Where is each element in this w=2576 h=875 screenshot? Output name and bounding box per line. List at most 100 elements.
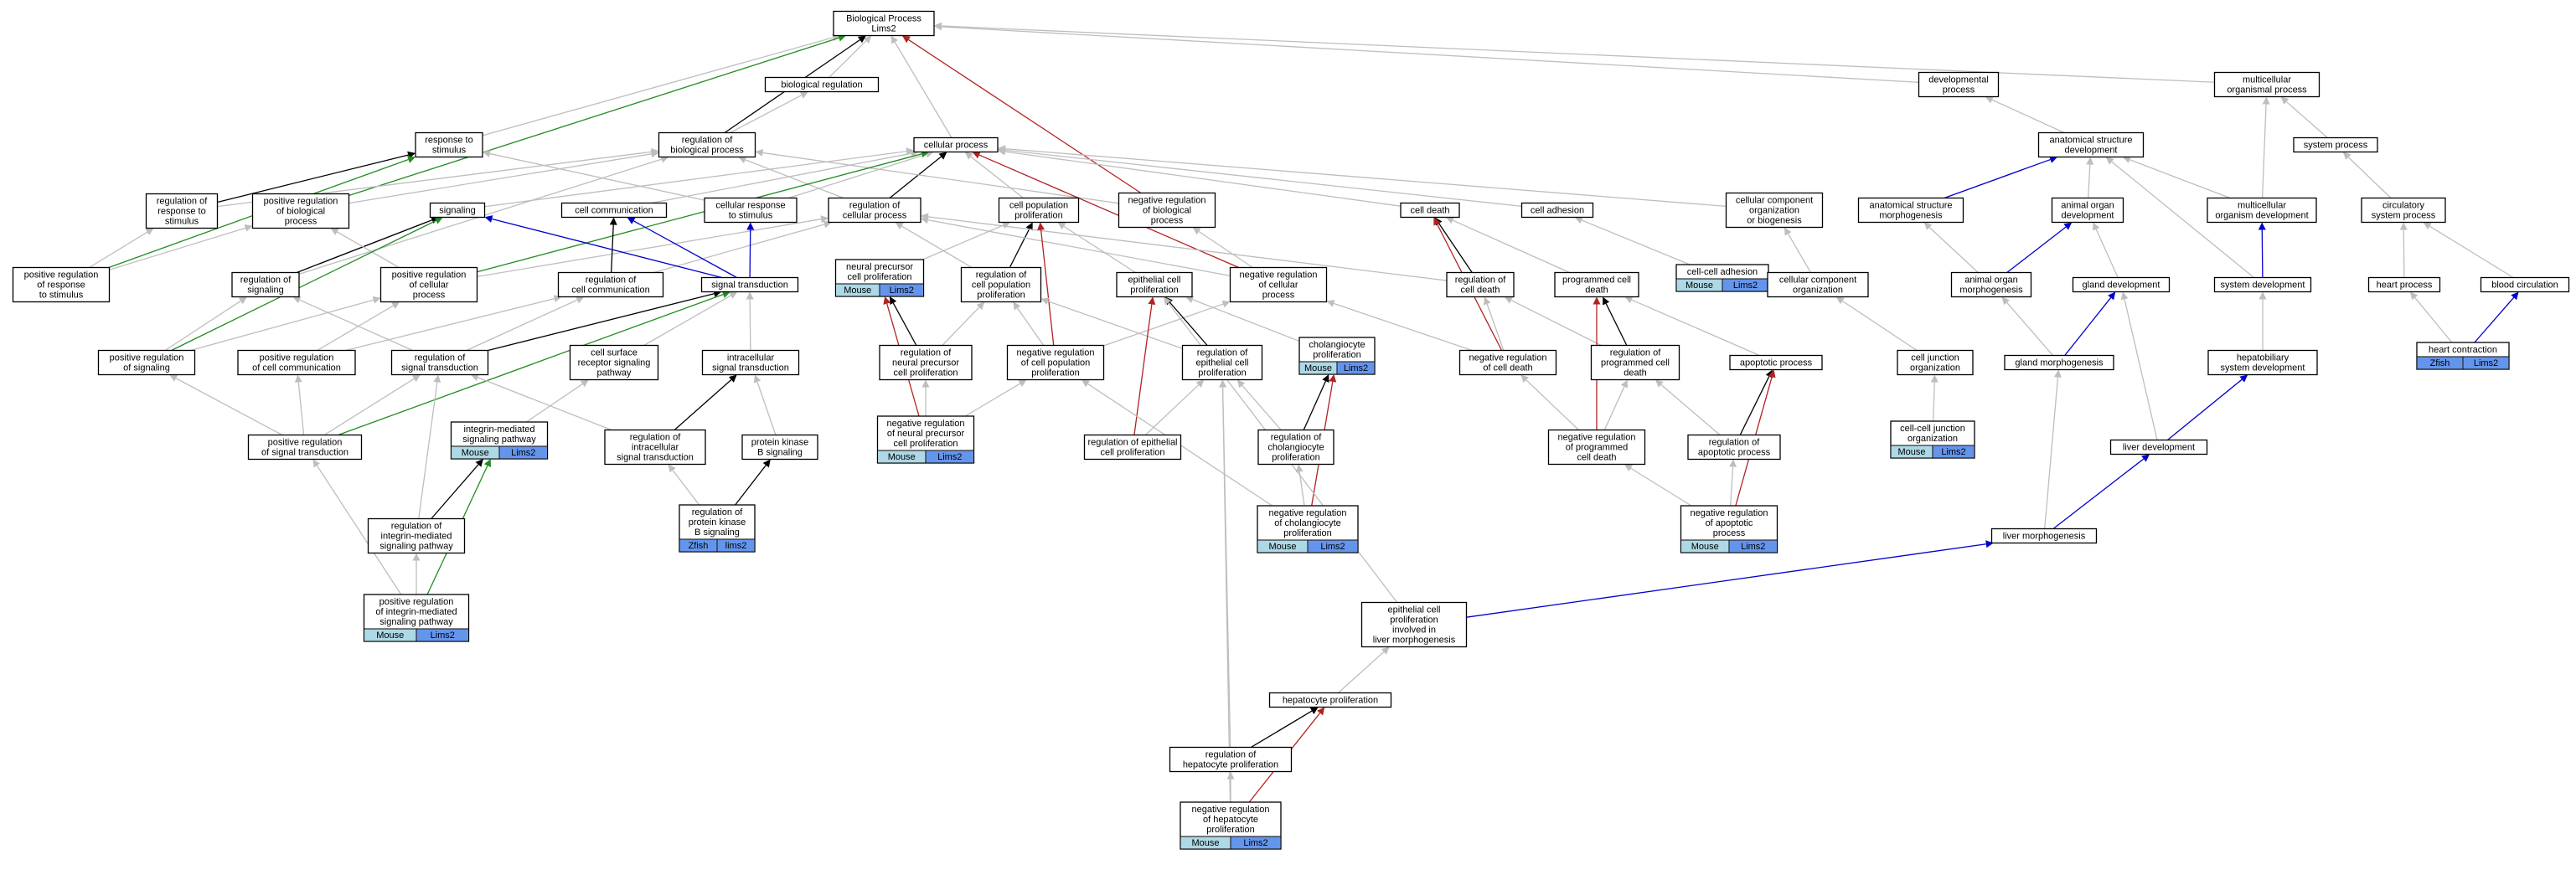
go-term-node[interactable]: liver morphogenesis xyxy=(1990,528,2098,544)
go-term-node[interactable]: blood circulation xyxy=(2480,276,2570,293)
go-term-label: hepatobiliary xyxy=(2237,353,2289,363)
go-term-node[interactable]: hepatocyte proliferation xyxy=(1268,692,1392,708)
go-term-node[interactable]: liver development xyxy=(2109,439,2208,456)
edge-is-a xyxy=(412,553,421,594)
go-term-node[interactable]: cell adhesion xyxy=(1520,202,1594,219)
go-term-node[interactable]: apoptotic process xyxy=(1729,354,1823,371)
go-term-label: anatomical structure xyxy=(2049,136,2132,146)
go-term-label: proliferation xyxy=(1390,615,1438,625)
go-term-node[interactable]: signal transduction xyxy=(700,276,799,293)
edge-is-a xyxy=(312,459,402,595)
go-term-label: positive regulation xyxy=(392,270,467,281)
edge-is-a xyxy=(1185,296,1300,342)
go-term-node[interactable]: signaling xyxy=(429,202,486,219)
annotation-cell xyxy=(1891,445,1933,458)
edge-is-a xyxy=(2423,222,2514,279)
go-term-node[interactable]: gland development xyxy=(2072,276,2171,293)
go-term-label: negative regulation xyxy=(1017,348,1095,358)
go-term-label: cholangiocyte xyxy=(1309,340,1365,350)
go-term-label: multicellular xyxy=(2238,201,2286,211)
go-term-label: regulation of xyxy=(415,353,466,363)
go-term-label: of programmed xyxy=(1566,443,1629,453)
edge-is-a xyxy=(1144,379,1205,435)
go-term-label: cell death xyxy=(1460,286,1500,296)
go-term-node[interactable]: regulation ofintegrin-mediatedsignaling … xyxy=(367,517,466,554)
annotation-label: Mouse xyxy=(1691,542,1719,552)
edge-is-a xyxy=(651,149,919,204)
go-term-node[interactable]: cell death xyxy=(1400,202,1460,219)
go-term-node[interactable]: cellular process xyxy=(913,136,999,153)
go-term-node[interactable]: heart process xyxy=(2367,276,2441,293)
go-term-node[interactable]: gland morphogenesis xyxy=(2004,354,2114,371)
go-term-node[interactable]: biological regulation xyxy=(764,76,880,93)
go-term-node[interactable]: system development xyxy=(2213,276,2312,293)
go-term-node[interactable]: system process xyxy=(2293,136,2378,153)
edge-positively-regulates xyxy=(348,33,846,197)
go-term-label: proliferation xyxy=(1206,825,1254,835)
edge-is-a xyxy=(921,213,1448,281)
go-term-node[interactable]: cell communication xyxy=(560,202,668,219)
